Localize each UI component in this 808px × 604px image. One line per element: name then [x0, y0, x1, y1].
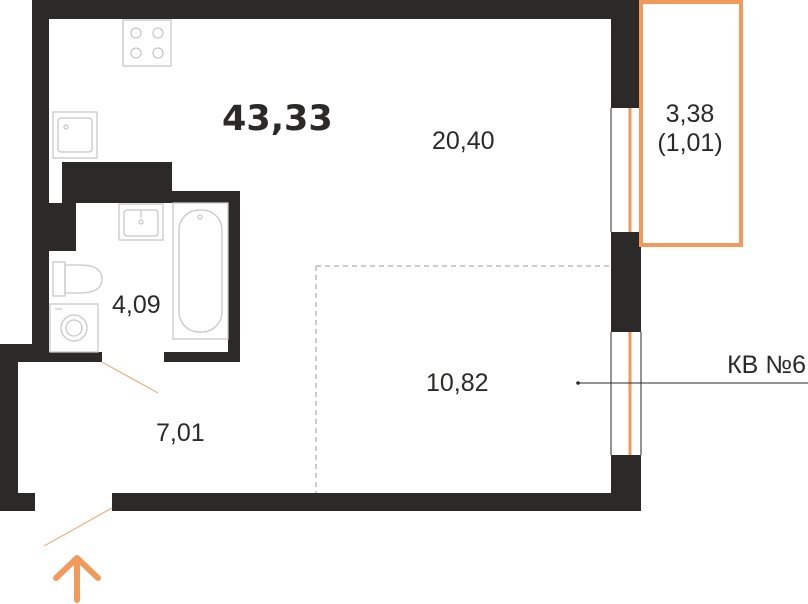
wall-left-upper [32, 0, 49, 355]
walls [0, 0, 641, 511]
wall-right-top [611, 0, 641, 108]
bathtub-icon [172, 202, 229, 340]
wall-hall-top-left [0, 344, 49, 362]
washing-machine-icon [49, 303, 99, 353]
sleeping-zone-area: 10,82 [426, 369, 489, 397]
wall-bath-left-block [49, 203, 76, 251]
entrance-door-swing [43, 507, 113, 547]
apartment-marker: КВ №6 [576, 351, 808, 385]
cooktop-icon [122, 19, 172, 67]
entrance-arrow-icon [53, 555, 101, 603]
bathroom-door-swing [101, 361, 159, 394]
wall-hall-left [0, 344, 18, 511]
wall-bath-bottom-left [49, 352, 102, 362]
balcony-outline [639, 0, 743, 247]
hallway-area: 7,01 [156, 419, 205, 447]
total-area: 43,33 [222, 99, 333, 139]
bathroom-area: 4,09 [112, 291, 161, 319]
wall-counter [62, 162, 172, 192]
toilet-icon [52, 261, 103, 297]
balcony-reduced-area: (1,01) [657, 129, 722, 157]
door-swings [43, 361, 159, 547]
apartment-label: КВ №6 [727, 351, 806, 379]
window-lower [611, 332, 641, 455]
washbasin-icon [118, 203, 164, 241]
living-room-area: 20,40 [432, 127, 495, 155]
fixtures [49, 19, 229, 353]
wall-bath-bottom-right [164, 352, 240, 362]
balcony-area: 3,38 [666, 100, 715, 128]
wall-bath-right [228, 191, 240, 361]
wall-bath-top [62, 191, 240, 203]
wall-right-middle [611, 232, 641, 332]
wall-top [32, 0, 640, 19]
zone-divider [315, 265, 611, 493]
kitchen-sink-icon [52, 111, 98, 159]
windows [610, 108, 642, 455]
window-upper [611, 108, 641, 232]
wall-bottom [112, 493, 641, 511]
